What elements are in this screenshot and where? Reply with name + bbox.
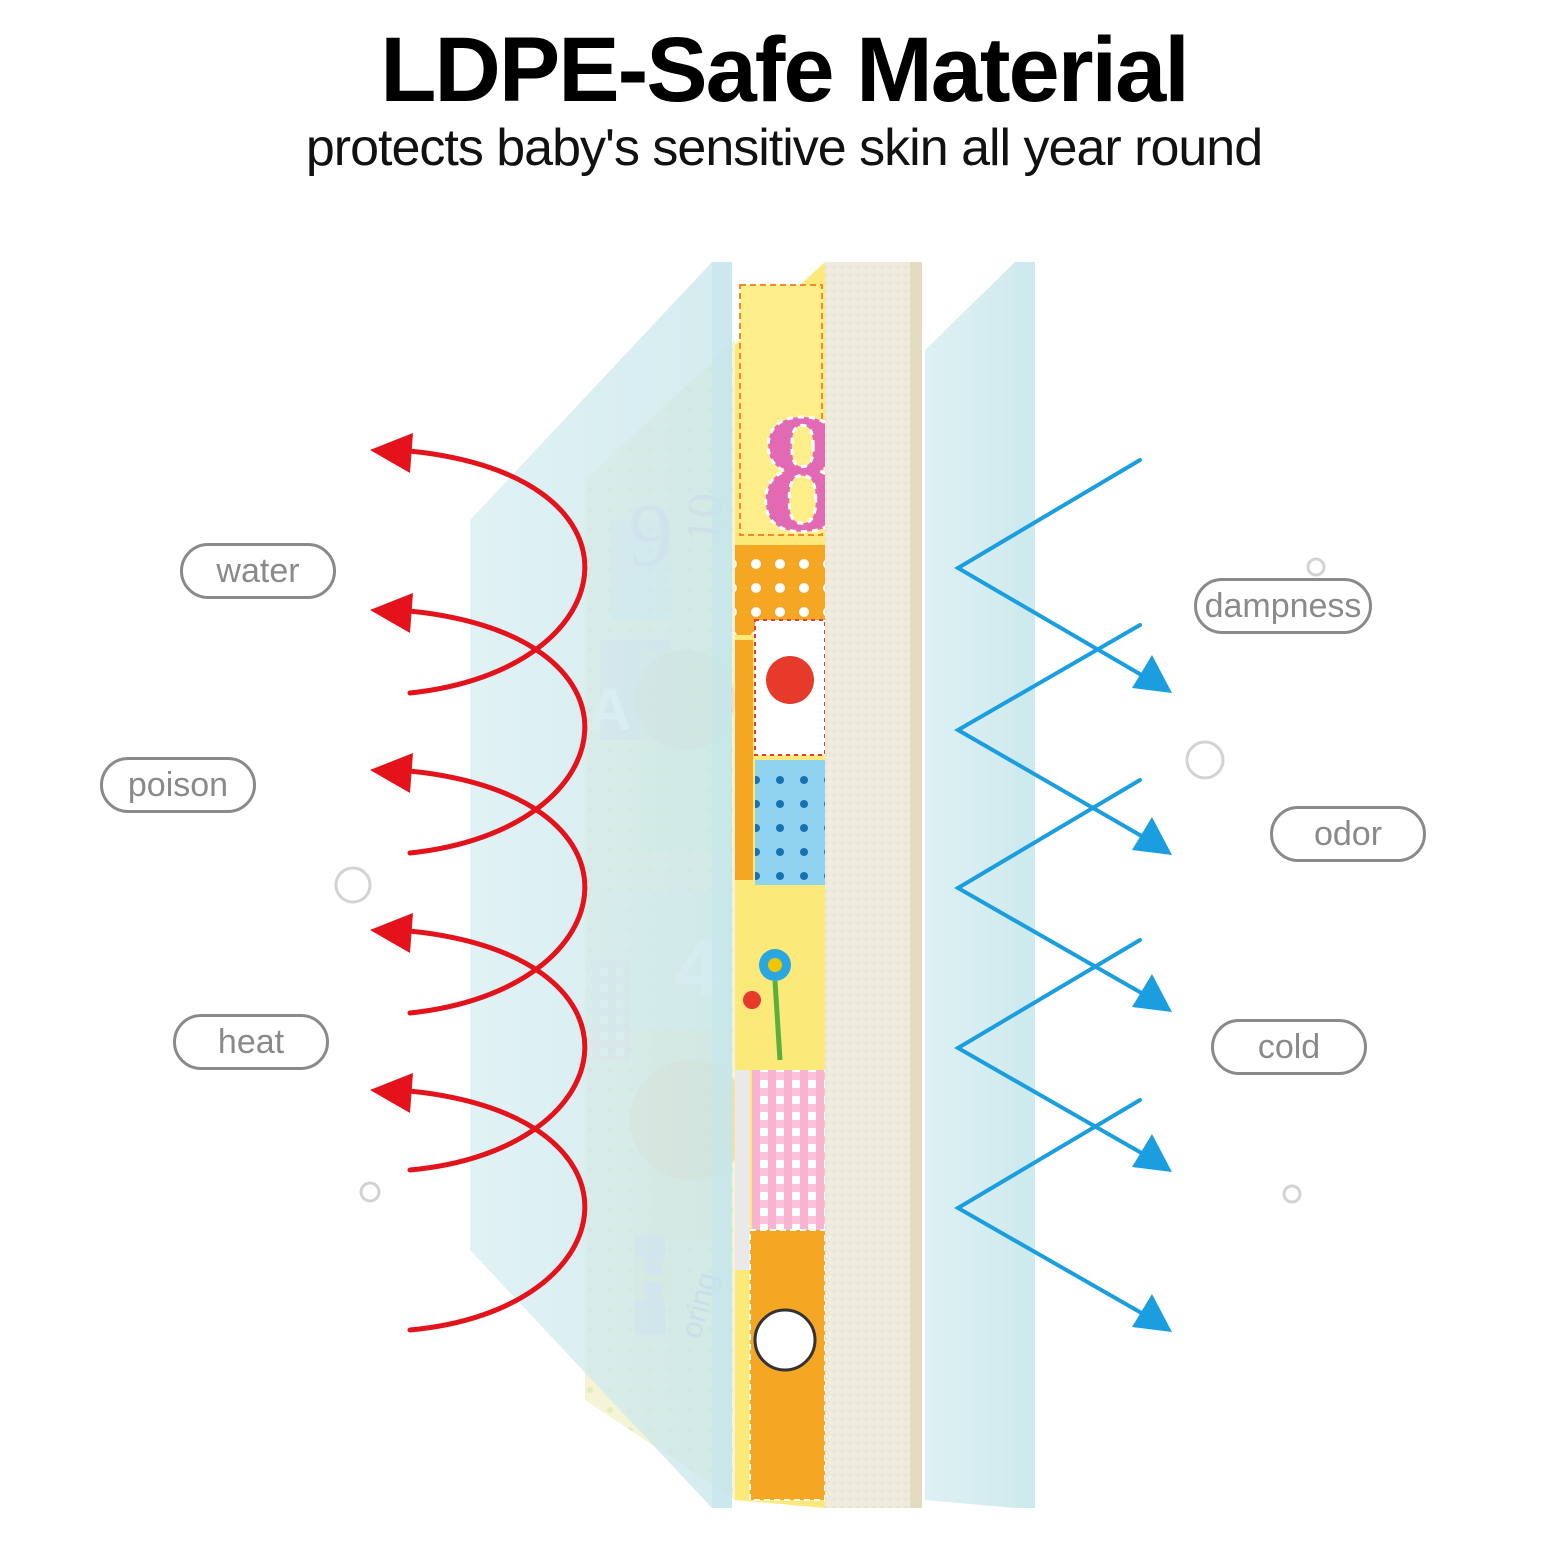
curved-arrow-icon	[395, 1087, 588, 1333]
right-protective-film	[925, 262, 1015, 1508]
headline-title: LDPE-Safe Material	[380, 19, 1190, 121]
blocked-arrows	[953, 458, 1147, 1317]
label-water: water	[180, 543, 336, 599]
right-film-edge	[1015, 262, 1035, 1508]
fox-illustration	[766, 656, 814, 704]
zigzag-arrow-icon	[954, 1098, 1147, 1317]
bubble-icon	[334, 866, 372, 904]
headline-subtitle: protects baby's sensitive skin all year …	[305, 119, 1263, 177]
label-odor: odor	[1270, 806, 1426, 862]
zigzag-arrow-icon	[954, 778, 1147, 997]
zigzag-arrow-icon	[953, 623, 1147, 840]
zigzag-arrow-icon	[954, 938, 1147, 1157]
outward-arrows	[395, 447, 588, 1333]
printed-mat-front: 8	[735, 262, 847, 1508]
curved-arrow-icon	[395, 927, 588, 1173]
bubble-icon	[1185, 740, 1225, 780]
label-dampness: dampness	[1194, 578, 1372, 634]
zigzag-arrow-icon	[954, 458, 1147, 679]
blocked-arrowheads	[1132, 655, 1172, 1332]
label-heat: heat	[173, 1014, 329, 1070]
bubble-icon	[1306, 557, 1326, 577]
bubble-icon	[359, 1181, 381, 1203]
curved-arrow-icon	[395, 767, 588, 1016]
label-cold: cold	[1211, 1019, 1367, 1075]
outward-arrowheads	[370, 433, 413, 1113]
curved-arrow-icon	[395, 447, 588, 696]
bubble-icon	[1282, 1184, 1302, 1204]
curved-arrow-icon	[395, 607, 588, 856]
foam-core	[825, 262, 922, 1508]
left-protective-film	[470, 262, 712, 1508]
label-poison: poison	[100, 757, 256, 813]
bubbles	[334, 557, 1326, 1204]
zebra-illustration	[753, 1308, 817, 1372]
left-film-edge	[712, 262, 732, 1508]
